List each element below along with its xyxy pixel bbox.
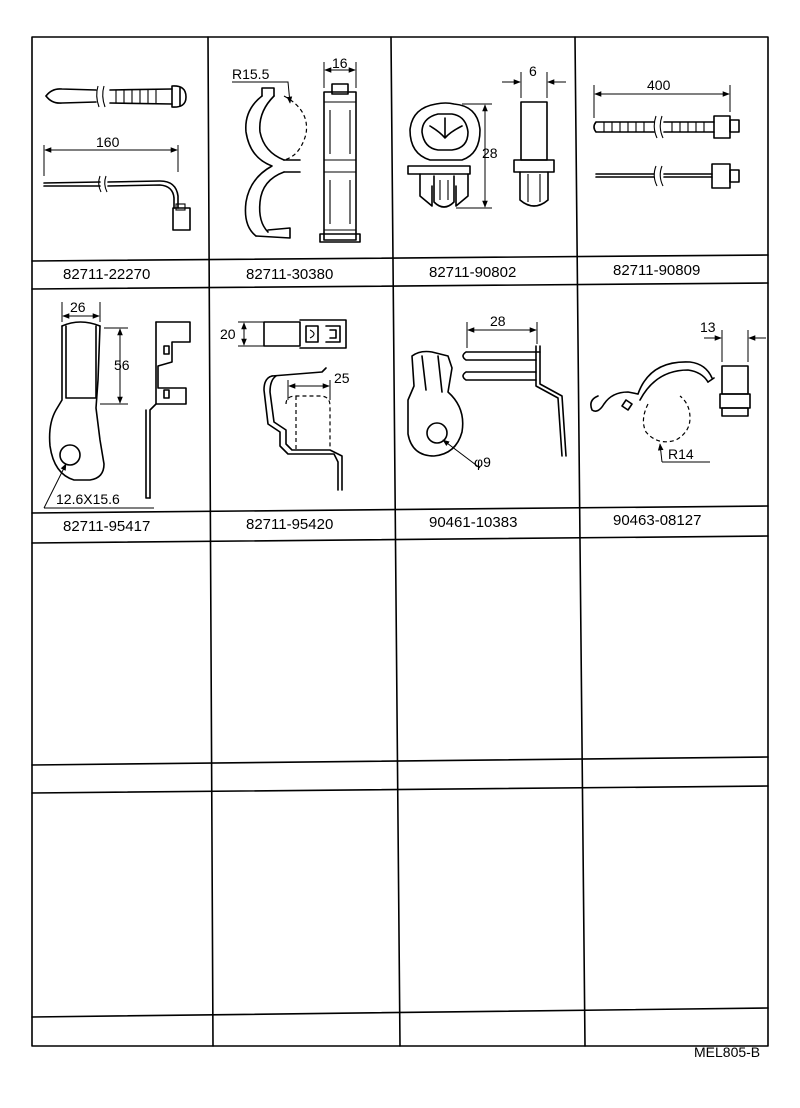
grid-vline: [390, 36, 401, 1047]
part-number: 82711-30380: [246, 266, 333, 283]
parts-grid: [31, 36, 769, 1047]
wire-bracket-icon: [263, 319, 347, 491]
eyelet-clamp-icon: [407, 345, 567, 457]
dim-label: φ9: [474, 454, 491, 470]
grid-hline: [31, 1007, 769, 1018]
grid-vline: [574, 36, 586, 1047]
grid-hline: [31, 505, 769, 514]
dim-label: R15.5: [232, 66, 270, 82]
part-number: 90461-10383: [429, 514, 517, 531]
dim-label: 26: [70, 299, 86, 315]
bracket-icon: [48, 321, 191, 499]
cable-tie-icon: [43, 85, 191, 231]
part-number: 82711-95420: [246, 516, 333, 533]
dim-label: 20: [220, 326, 236, 342]
grid-hline: [31, 254, 769, 262]
dim-label: 12.6X15.6: [56, 491, 120, 507]
hose-clip-icon: [590, 361, 751, 443]
grid-hline: [31, 785, 769, 794]
cable-tie-clip-icon: [593, 115, 740, 189]
part-number: 82711-90802: [429, 264, 516, 281]
part-number: 82711-95417: [63, 518, 150, 535]
dim-label: 28: [490, 313, 506, 329]
dim-label: 160: [96, 134, 120, 150]
dim-label: 28: [482, 145, 498, 161]
part-number: 82711-22270: [63, 266, 150, 283]
double-clamp-icon: [244, 83, 361, 243]
grid-hline: [31, 756, 769, 766]
part-number: 90463-08127: [613, 512, 701, 529]
dim-label: 25: [334, 370, 350, 386]
grid-hline: [31, 282, 769, 290]
dim-label: 16: [332, 55, 348, 71]
part-number: 82711-90809: [613, 262, 700, 279]
grid-hline: [31, 535, 769, 544]
dim-label: 13: [700, 319, 716, 335]
dim-label: 6: [529, 63, 537, 79]
dim-label: 400: [647, 77, 671, 93]
drawing-code: MEL805-B: [694, 1044, 761, 1060]
push-clip-icon: [407, 101, 555, 208]
dim-label: R14: [668, 446, 694, 462]
dim-label: 56: [114, 357, 130, 373]
